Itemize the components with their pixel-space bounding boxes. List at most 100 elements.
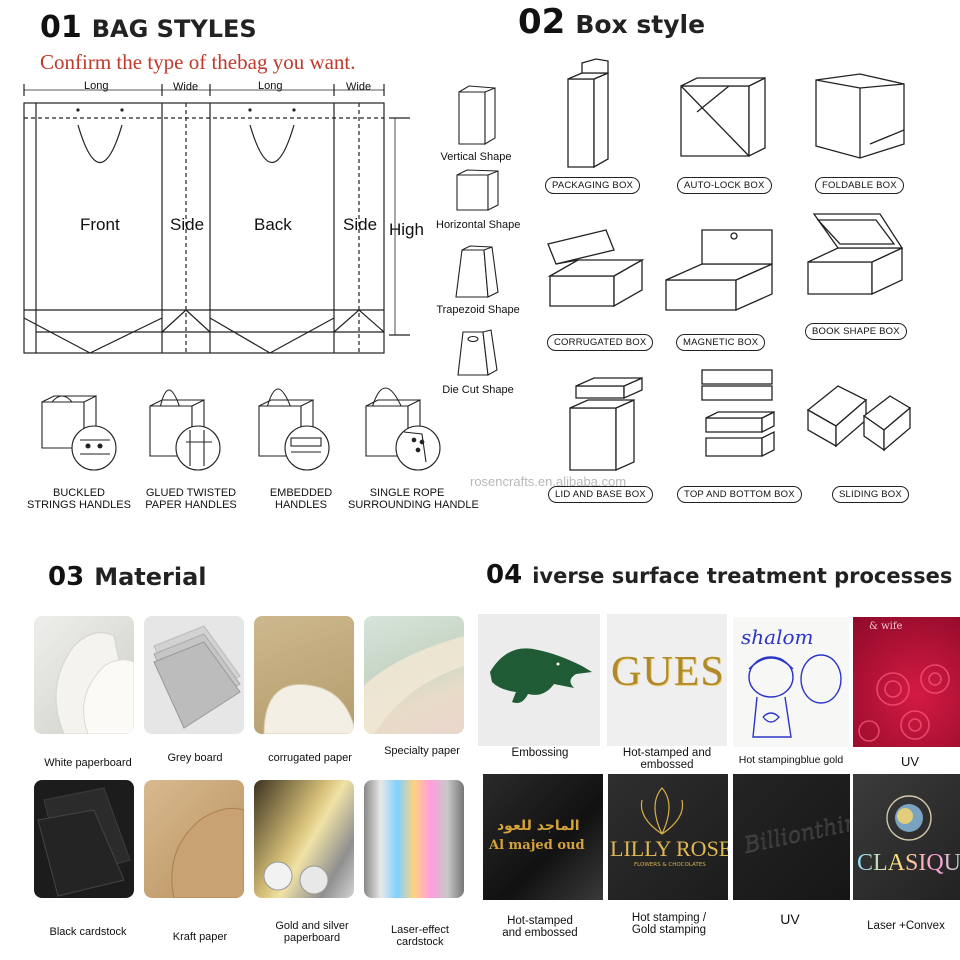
horizontal-bag-shape-icon <box>456 169 499 211</box>
single-rope-surrounding-handle-icon <box>365 387 441 471</box>
sample-print-majed-arabic: الماجد للعود <box>497 818 580 834</box>
section-heading: iverse surface treatment processes <box>532 564 953 588</box>
sample-print-guess: GUESS <box>611 649 727 695</box>
material-image-gold-silver-paperboard <box>254 780 354 898</box>
sample-print-majed-english: Al majed oud <box>489 838 585 853</box>
handle-label-line: SURROUNDING HANDLE <box>348 499 479 511</box>
material-label: Kraft paper <box>172 931 228 943</box>
box-style-label: LID AND BASE BOX <box>548 486 653 503</box>
box-style-label: MAGNETIC BOX <box>676 334 766 351</box>
treatment-image-laser-convex: CLASIQUE <box>853 774 960 900</box>
material-label-line: Laser-effect <box>391 924 449 936</box>
section-number: 01 <box>40 10 82 45</box>
sample-print-clasique: CLASIQUE <box>857 850 960 877</box>
sample-print-wife: & wife <box>869 621 903 632</box>
vertical-bag-shape-icon <box>458 85 496 145</box>
section-title-bag-styles: 01 BAG STYLES <box>40 10 257 45</box>
handle-label-line: GLUED TWISTED <box>145 487 237 499</box>
bag-shape-label: Die Cut Shape <box>442 384 514 396</box>
treatment-label-line: embossed <box>640 759 694 771</box>
treatment-label: UV <box>900 754 920 769</box>
panel-label-side: Side <box>170 215 205 234</box>
dimension-label-wide: Wide <box>346 81 372 93</box>
crocodile-logo-icon <box>490 648 592 703</box>
material-label: White paperboard <box>44 757 132 769</box>
sample-print-shalom: shalom <box>741 625 814 649</box>
material-image-kraft-paper <box>144 780 244 898</box>
material-label-line: cardstock <box>396 936 444 948</box>
handle-label: BUCKLED STRINGS HANDLES <box>24 487 134 511</box>
treatment-image-hot-stamped-and-embossed: الماجد للعود Al majed oud <box>483 774 603 900</box>
corrugated-box-icon <box>547 229 645 308</box>
section-heading: Box style <box>575 10 706 39</box>
foldable-box-icon <box>815 73 905 159</box>
treatment-label-line: and embossed <box>502 927 578 939</box>
section-number: 04 <box>486 560 523 590</box>
material-label: Specialty paper <box>384 745 460 757</box>
material-image-grey-board <box>144 616 244 734</box>
section-title-material: 03 Material <box>48 562 207 592</box>
dimension-label-wide: Wide <box>173 81 199 93</box>
watermark: rosencrafts.en.alibaba.com <box>470 474 627 489</box>
box-style-label: CORRUGATED BOX <box>547 334 654 351</box>
rose-pattern-icon <box>858 664 950 742</box>
handle-label-line: HANDLES <box>275 499 327 511</box>
glued-twisted-paper-handle-icon <box>149 389 221 471</box>
box-style-label: BOOK SHAPE BOX <box>805 323 907 340</box>
sample-print-billion: Billionthine <box>741 806 850 859</box>
lily-flower-icon <box>640 787 684 835</box>
material-label: Black cardstock <box>49 926 127 938</box>
treatment-image-uv: & wife <box>853 617 960 747</box>
treatment-label: Hot stamping / Gold stamping <box>608 912 730 936</box>
treatment-label: Hot-stamped and embossed <box>480 915 600 939</box>
material-image-specialty-paper <box>364 616 464 734</box>
bag-shape-label: Vertical Shape <box>440 151 512 163</box>
box-style-label: TOP AND BOTTOM BOX <box>677 486 802 503</box>
panel-label-back: Back <box>254 215 292 234</box>
crest-emblem-icon <box>886 795 932 841</box>
box-style-label: PACKAGING BOX <box>545 177 641 194</box>
bag-styles-subtitle: Confirm the type of thebag you want. <box>40 50 356 74</box>
treatment-label: Hot-stamped and embossed <box>605 747 729 771</box>
material-image-black-cardstock <box>34 780 134 898</box>
trapezoid-bag-shape-icon <box>455 245 499 298</box>
dimension-label-long: Long <box>258 80 283 92</box>
dimension-label-high: High <box>389 220 424 239</box>
book-shape-box-icon <box>807 213 904 296</box>
section-number: 02 <box>518 2 566 42</box>
bag-flat-template-diagram <box>23 84 410 354</box>
material-image-corrugated-paper <box>254 616 354 734</box>
section-heading: Material <box>94 563 207 591</box>
handle-label: SINGLE ROPE SURROUNDING HANDLE <box>348 487 479 511</box>
material-label-line: Gold and silver <box>275 920 349 932</box>
material-label: Laser-effect cardstock <box>360 924 480 948</box>
handle-label-line: STRINGS HANDLES <box>27 499 131 511</box>
dimension-label-long: Long <box>84 80 109 92</box>
bag-shape-label: Trapezoid Shape <box>436 304 520 316</box>
treatment-label: Laser +Convex <box>867 920 945 932</box>
panel-label-side: Side <box>343 215 378 234</box>
sample-print-lilly: LILLY ROSE <box>610 836 728 861</box>
handle-label: EMBEDDED HANDLES <box>246 487 356 511</box>
magnetic-box-icon <box>665 229 773 312</box>
die-cut-bag-shape-icon <box>457 329 498 376</box>
bag-shape-label: Horizontal Shape <box>436 219 521 231</box>
treatment-label-line: Hot-stamped <box>507 915 573 927</box>
handle-label-line: EMBEDDED <box>269 487 333 499</box>
lid-and-base-box-icon <box>569 376 643 472</box>
treatment-image-hot-stamping-gold-stamping: LILLY ROSE FLOWERS & CHOCOLATES <box>608 774 728 900</box>
treatment-label-line: Hot stamping / <box>631 912 707 924</box>
section-heading: BAG STYLES <box>91 15 257 43</box>
treatment-label-line: Gold stamping <box>631 924 707 936</box>
treatment-image-hot-stamped-embossed: GUESS <box>607 614 727 746</box>
panel-label-front: Front <box>80 215 120 234</box>
packaging-box-icon <box>567 58 609 169</box>
material-label-line: paperboard <box>283 932 341 944</box>
treatment-label: UV <box>780 911 800 927</box>
treatment-image-embossing <box>478 614 600 746</box>
section-number: 03 <box>48 562 85 592</box>
handle-label: GLUED TWISTED PAPER HANDLES <box>136 487 246 511</box>
treatment-label: Hot stampingblue gold <box>738 754 844 766</box>
sliding-box-icon <box>806 385 912 452</box>
box-style-label: SLIDING BOX <box>832 486 909 503</box>
